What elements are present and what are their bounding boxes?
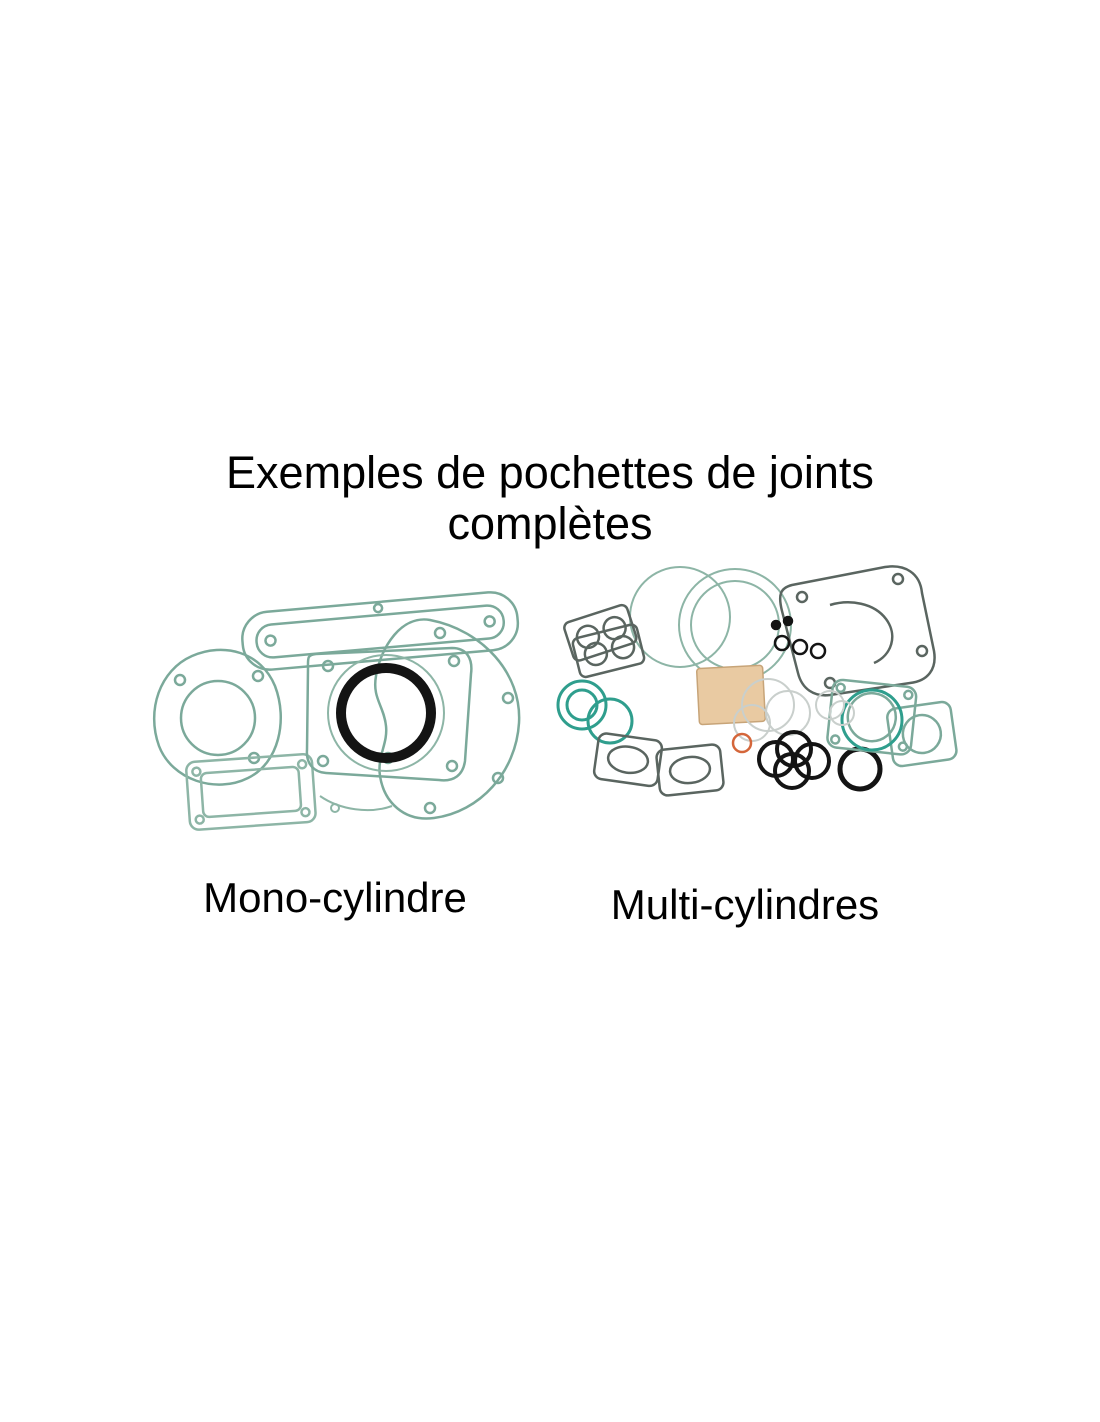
mono-cylinder-gasket-illustration: [152, 591, 521, 831]
title-line-1: Exemples de pochettes de joints: [226, 447, 874, 498]
page-title: Exemples de pochettes de joints complète…: [0, 447, 1100, 550]
title-line-2: complètes: [447, 497, 653, 549]
caption-mono-cylindre: Mono-cylindre: [203, 874, 467, 921]
caption-multi-cylindres: Multi-cylindres: [610, 881, 880, 928]
multi-cylinder-gasket-image: [530, 555, 960, 840]
multi-cylinder-gasket-illustration: [556, 565, 958, 797]
mono-cylinder-gasket-image: [130, 558, 540, 853]
